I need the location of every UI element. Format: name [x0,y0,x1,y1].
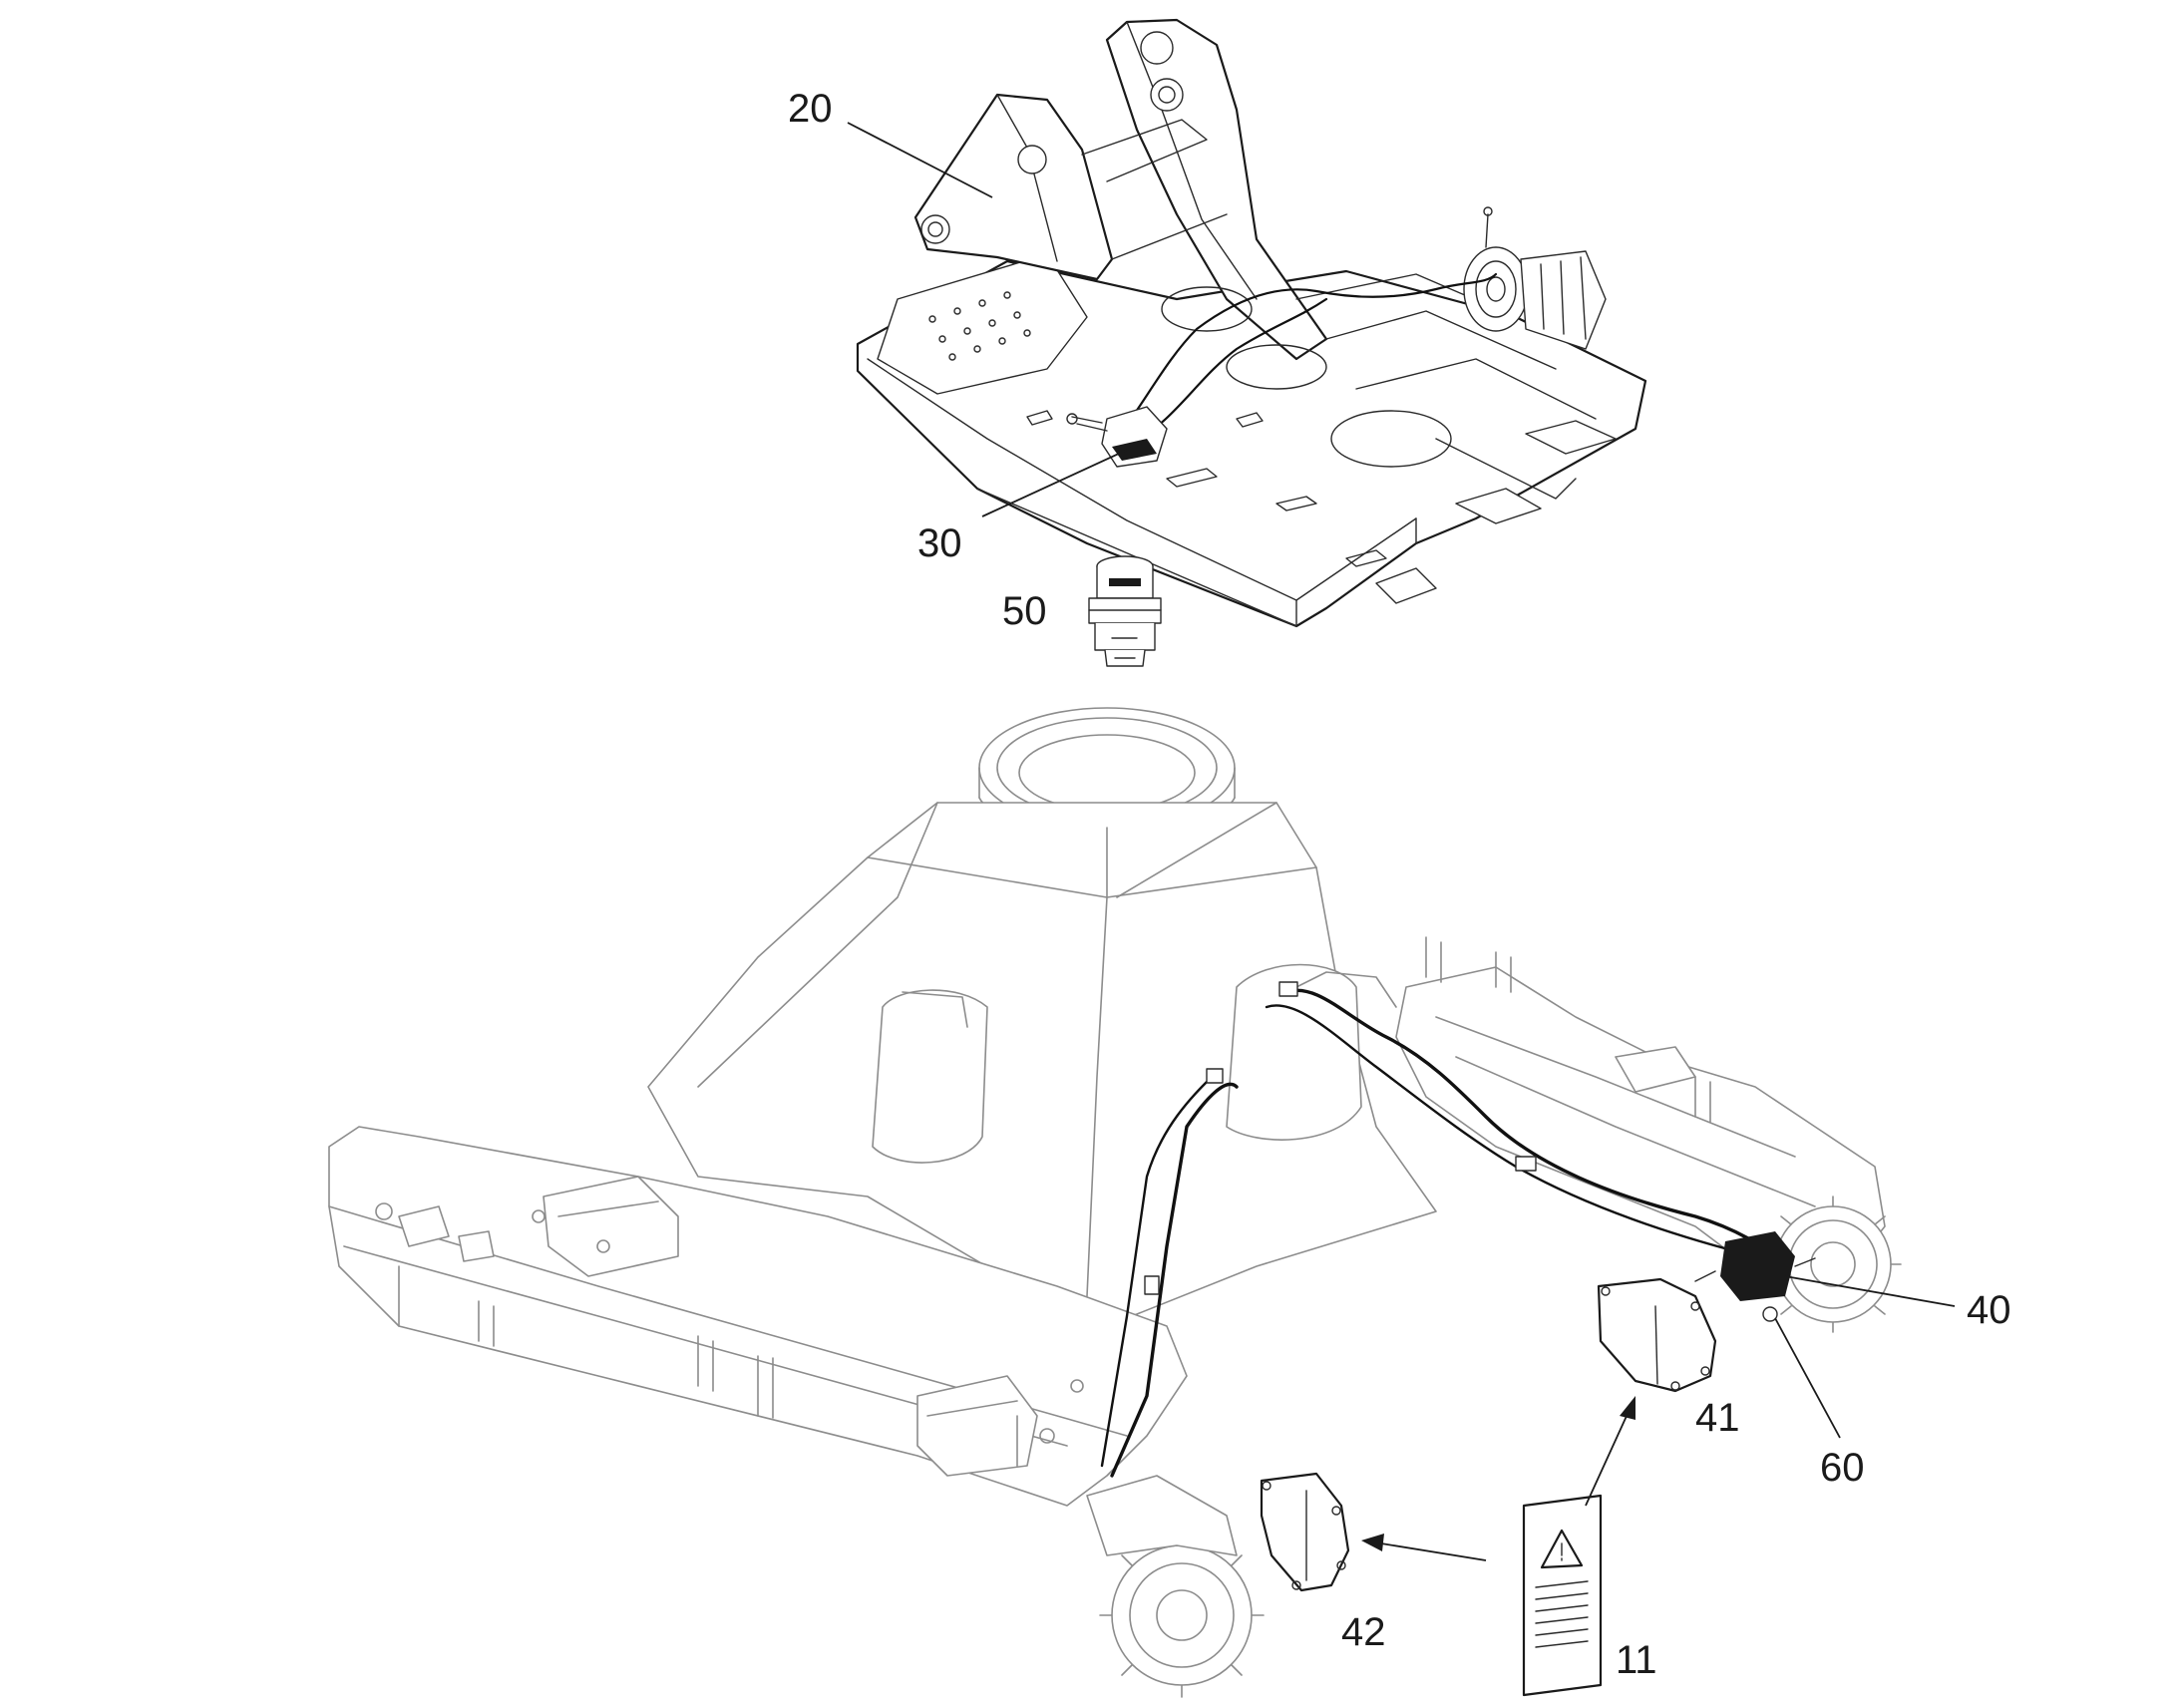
manifold-block [1694,1231,1816,1322]
cover-plate-42 [1260,1472,1350,1592]
leader-lines [847,122,1956,1439]
warning-decal [1522,1494,1603,1697]
pump-assembly [1463,206,1607,350]
callout-11: 11 [1616,1638,1657,1682]
left-sprocket [1086,1475,1265,1698]
rotary-joint-part [1088,555,1162,667]
undercarriage [328,707,1902,1698]
callout-50: 50 [1002,589,1047,633]
valve-block [1066,406,1168,468]
callout-40: 40 [1967,1288,2011,1332]
callout-41: 41 [1695,1396,1740,1440]
assembly-arrows [1361,1396,1635,1561]
cover-plate-41 [1597,1277,1717,1393]
callout-20: 20 [788,87,833,131]
callout-labels: 20 30 50 40 41 60 42 11 [788,87,2011,1682]
callout-30: 30 [917,521,962,565]
callout-60: 60 [1820,1446,1865,1490]
upper-frame [856,18,1647,628]
right-sprocket [1764,1196,1902,1333]
callout-42: 42 [1341,1610,1386,1654]
